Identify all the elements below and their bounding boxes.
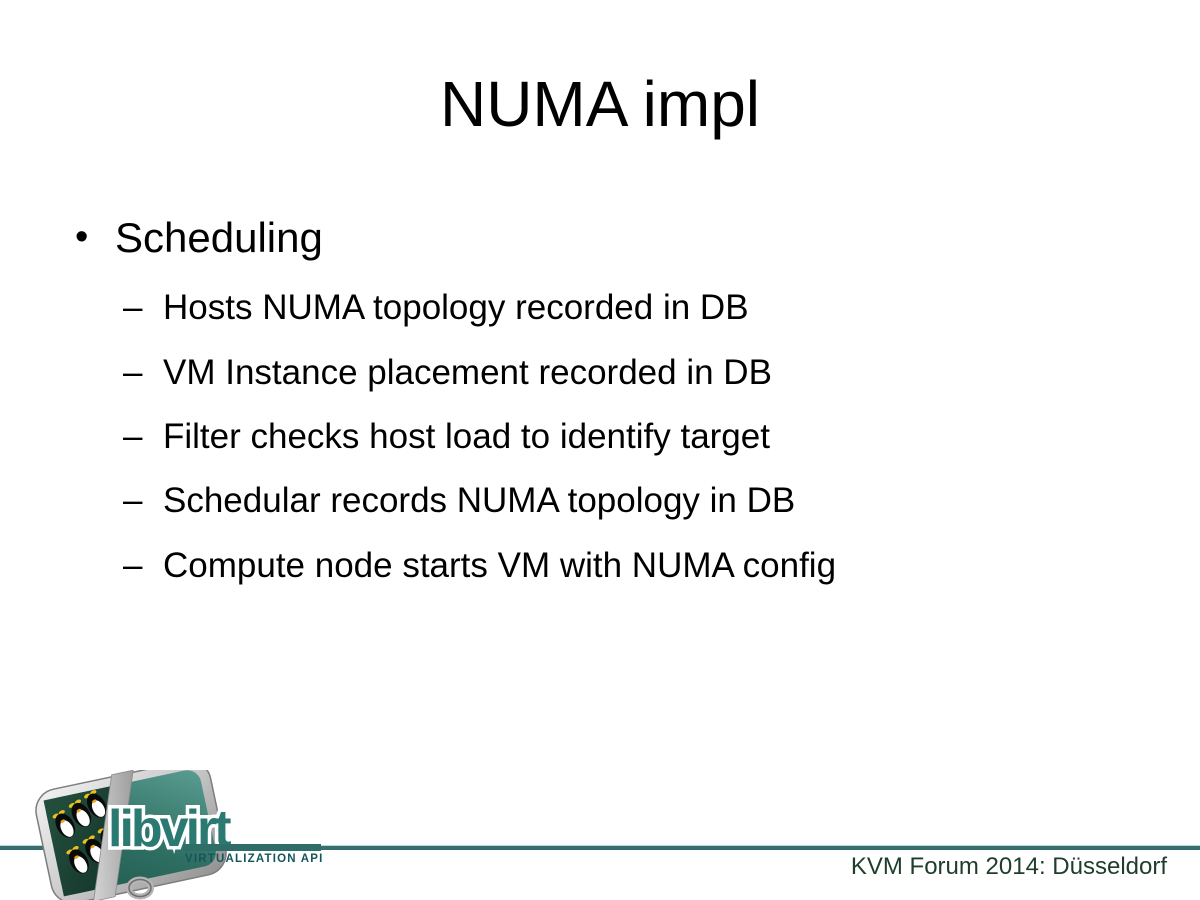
logo-subtitle: VIRTUALIZATION API: [185, 853, 324, 865]
sub-bullet-text: VM Instance placement recorded in DB: [163, 352, 772, 392]
bullet-item-level2: – Filter checks host load to identify ta…: [123, 415, 1135, 479]
slide-title: NUMA impl: [439, 68, 761, 140]
dash-icon: –: [123, 352, 143, 392]
sub-bullet-list: – Hosts NUMA topology recorded in DB – V…: [123, 286, 1135, 608]
bullet-list: • Scheduling – Hosts NUMA topology recor…: [75, 212, 1135, 608]
logo-clasp-icon: [126, 876, 154, 900]
dash-icon: –: [123, 288, 143, 328]
logo-strap: [93, 770, 134, 900]
dash-icon: –: [123, 545, 143, 585]
bullet-dot-icon: •: [75, 216, 89, 258]
logo-box: [35, 770, 227, 900]
sub-bullet-text: Compute node starts VM with NUMA config: [163, 545, 837, 585]
footer-rule: [0, 845, 1200, 850]
sub-bullet-text: Filter checks host load to identify targ…: [163, 417, 770, 457]
sub-bullet-text: Schedular records NUMA topology in DB: [163, 481, 796, 521]
sub-bullet-text: Hosts NUMA topology recorded in DB: [163, 288, 749, 328]
dash-icon: –: [123, 481, 143, 521]
bullet-item-level2: – Compute node starts VM with NUMA confi…: [123, 544, 1135, 608]
dash-icon: –: [123, 417, 143, 457]
bullet-item-level1: • Scheduling: [75, 212, 1135, 263]
logo-underline: [183, 844, 321, 851]
bullet-item-level2: – Hosts NUMA topology recorded in DB: [123, 286, 1135, 350]
libvirt-logo: libvirt VIRTUALIZATION API: [35, 770, 324, 900]
footer-caption: KVM Forum 2014: Düsseldorf: [850, 853, 1167, 880]
bullet-item-level2: – VM Instance placement recorded in DB: [123, 351, 1135, 415]
bullet-heading: Scheduling: [115, 214, 323, 261]
bullet-item-level2: – Schedular records NUMA topology in DB: [123, 479, 1135, 543]
